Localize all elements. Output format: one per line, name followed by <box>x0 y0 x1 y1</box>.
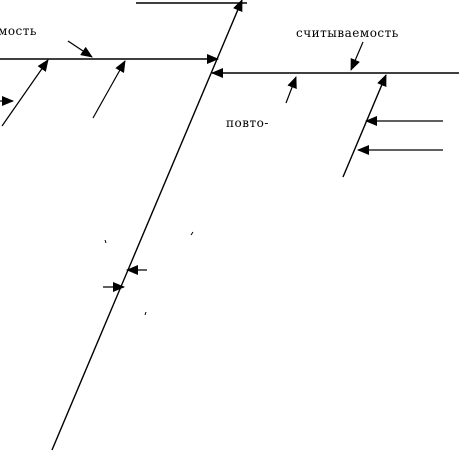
residual-mark-3 <box>144 311 147 316</box>
residual-mark-2 <box>190 231 194 236</box>
middle-label: повто- <box>226 116 269 130</box>
left-sub-arrow-2 <box>92 60 126 119</box>
right-sub-branch-arrow <box>342 74 387 178</box>
left-label-arrow <box>67 40 93 58</box>
residual-mark-1 <box>104 239 107 244</box>
right-top-label: считываемость <box>296 26 399 39</box>
left-sub-arrow-1 <box>1 59 49 127</box>
main-spine-arrow <box>51 0 243 451</box>
right-mid-arrow <box>285 76 297 104</box>
right-label-arrow <box>350 41 364 71</box>
left-top-label: мость <box>0 24 37 35</box>
